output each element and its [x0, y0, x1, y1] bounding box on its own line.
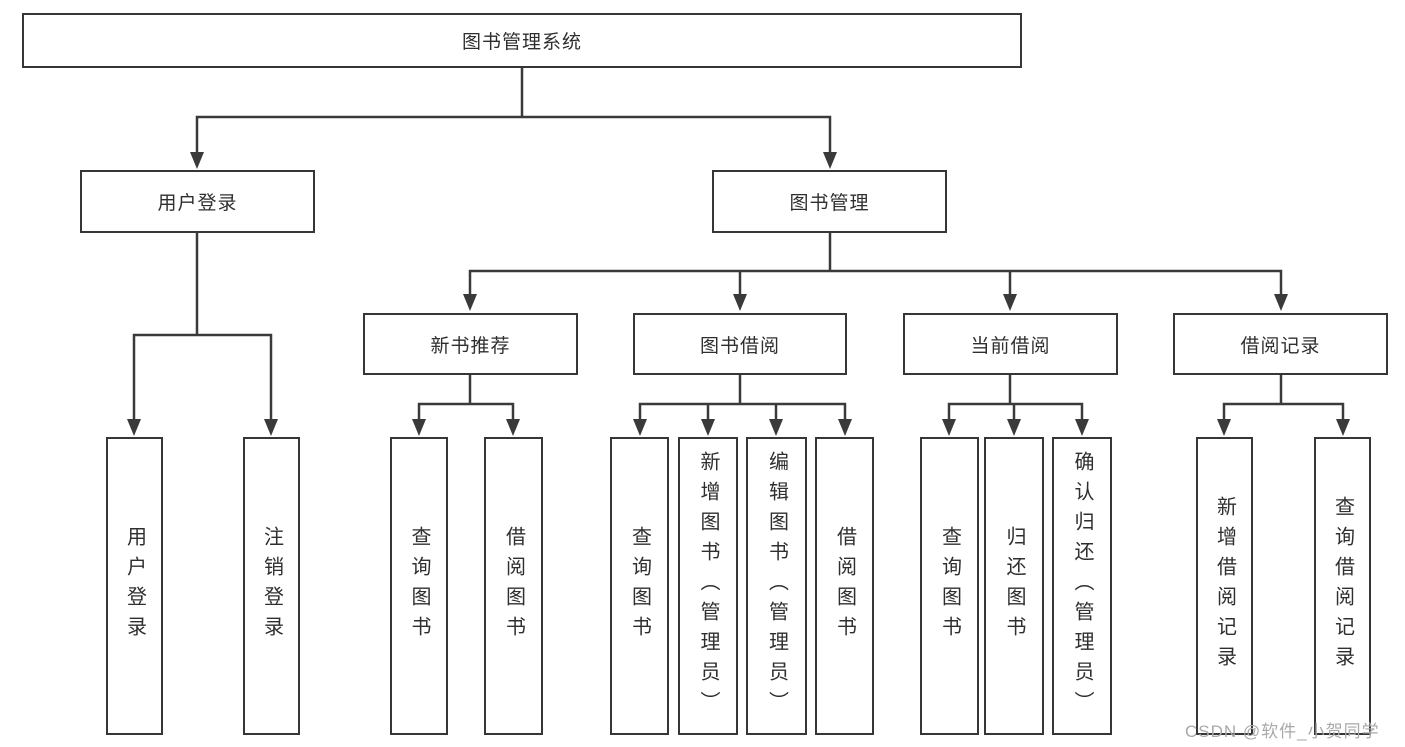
node-root-label: 图书管理系统	[461, 32, 582, 53]
leaf-logout: 注销登录	[243, 437, 300, 735]
node-user-login: 用户登录	[80, 170, 315, 233]
leaf-cb-confirm-return-admin: 确认归还（管理员）	[1052, 437, 1112, 735]
node-book-borrowing-label: 图书借阅	[699, 335, 780, 357]
leaf-nbr-borrow-books: 借阅图书	[484, 437, 543, 735]
leaf-bb-add-books-admin: 新增图书（管理员）	[678, 437, 738, 735]
node-new-book-recommend-label: 新书推荐	[430, 335, 511, 357]
node-book-management: 图书管理	[712, 170, 947, 233]
leaf-user-login: 用户登录	[106, 437, 163, 735]
leaf-br-add-borrow-record-label: 新增借阅记录	[1213, 496, 1236, 676]
leaf-bb-query-books: 查询图书	[610, 437, 669, 735]
leaf-user-login-label: 用户登录	[123, 526, 146, 646]
leaf-bb-edit-books-admin: 编辑图书（管理员）	[746, 437, 807, 735]
leaf-nbr-query-books-label: 查询图书	[408, 526, 430, 646]
leaf-cb-return-books: 归还图书	[984, 437, 1044, 735]
leaf-br-query-borrow-record: 查询借阅记录	[1314, 437, 1371, 735]
leaf-nbr-borrow-books-label: 借阅图书	[502, 526, 525, 646]
leaf-cb-query-books-label: 查询图书	[938, 526, 961, 646]
node-book-borrowing: 图书借阅	[633, 313, 847, 375]
node-borrow-records: 借阅记录	[1173, 313, 1388, 375]
leaf-bb-add-books-admin-label: 新增图书（管理员）	[697, 451, 719, 721]
node-current-borrowing: 当前借阅	[903, 313, 1118, 375]
leaf-bb-edit-books-admin-label: 编辑图书（管理员）	[765, 451, 788, 721]
leaf-bb-query-books-label: 查询图书	[628, 526, 651, 646]
node-book-management-label: 图书管理	[789, 193, 870, 214]
leaf-bb-borrow-books-label: 借阅图书	[833, 526, 856, 646]
node-current-borrowing-label: 当前借阅	[970, 335, 1051, 357]
leaf-cb-query-books: 查询图书	[920, 437, 979, 735]
leaf-cb-confirm-return-admin-label: 确认归还（管理员）	[1071, 451, 1093, 721]
leaf-nbr-query-books: 查询图书	[390, 437, 448, 735]
leaf-logout-label: 注销登录	[260, 526, 283, 646]
node-user-login-label: 用户登录	[157, 193, 238, 214]
node-root: 图书管理系统	[22, 13, 1022, 68]
node-new-book-recommend: 新书推荐	[363, 313, 578, 375]
leaf-bb-borrow-books: 借阅图书	[815, 437, 874, 735]
leaf-br-add-borrow-record: 新增借阅记录	[1196, 437, 1253, 735]
csdn-watermark: CSDN @软件_小贺同学	[1185, 722, 1380, 741]
node-borrow-records-label: 借阅记录	[1240, 335, 1321, 357]
leaf-br-query-borrow-record-label: 查询借阅记录	[1331, 496, 1354, 676]
leaf-cb-return-books-label: 归还图书	[1003, 526, 1025, 646]
